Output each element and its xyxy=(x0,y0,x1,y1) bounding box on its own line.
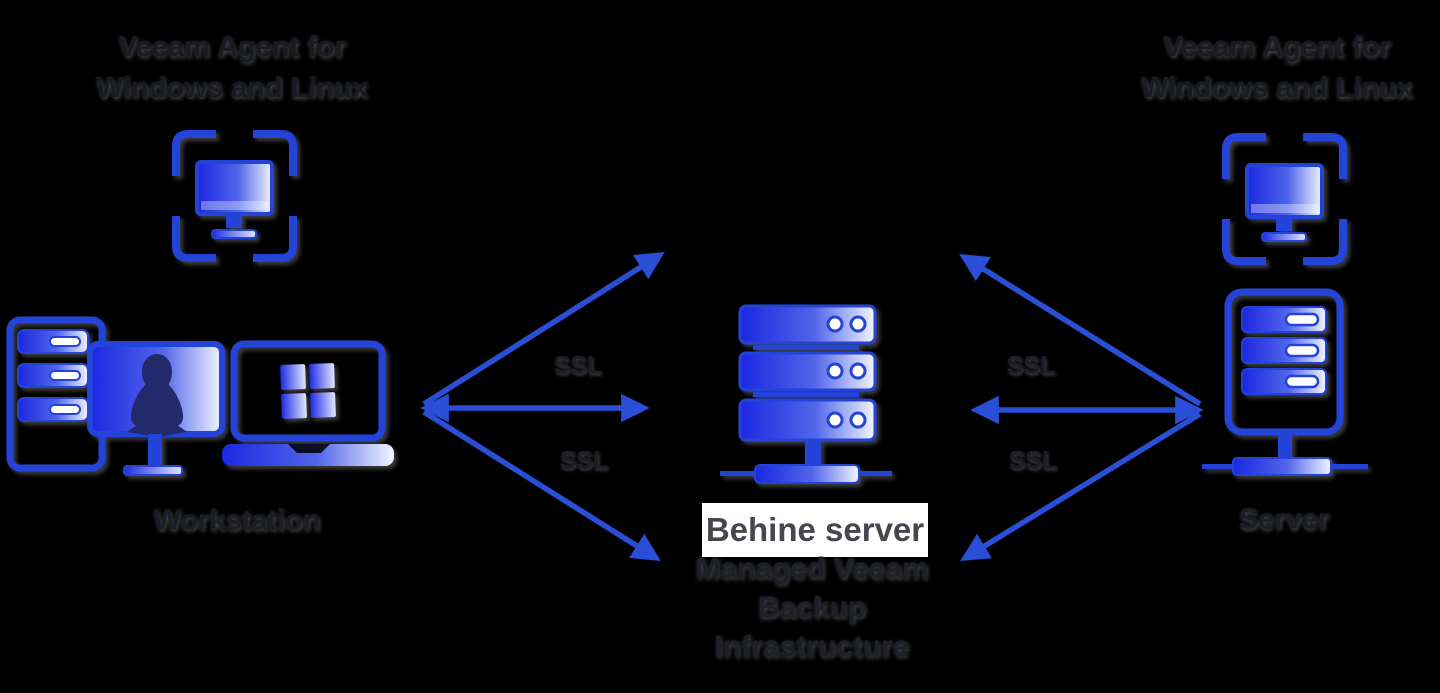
drive-bays xyxy=(1241,306,1327,395)
workstation-label: Workstation xyxy=(153,504,321,537)
server-tower-rack-icon xyxy=(1202,288,1368,476)
connection-label-right-top: SSL xyxy=(1006,351,1056,380)
arrow-workstation-up xyxy=(422,251,665,407)
center-caption-line1: Managed Veeam xyxy=(695,552,929,585)
arrow-server-down xyxy=(960,411,1202,561)
right-agent-title: Veeam Agent for Windows and Linux xyxy=(1141,27,1413,109)
connection-label-left-top: SSL xyxy=(553,351,603,380)
tux-penguin-icon xyxy=(127,354,187,437)
connection-label-right-bottom: SSL xyxy=(1008,446,1058,475)
tower-stand-stem xyxy=(1278,432,1292,462)
tower-base-bar xyxy=(1232,457,1332,476)
center-caption: Managed Veeam Backup Infrastructure xyxy=(695,549,928,666)
behine-server-label: Behine server xyxy=(705,511,925,548)
server-label: Server xyxy=(1238,503,1330,536)
windows-logo-icon xyxy=(280,363,336,419)
focus-frame-icon xyxy=(172,130,297,262)
right-agent-title-line1: Veeam Agent for xyxy=(1163,31,1391,63)
server-unit-3 xyxy=(738,398,877,442)
windows-laptop-icon xyxy=(222,340,394,466)
workstation-group-icon xyxy=(6,316,394,476)
left-agent-title-line1: Veeam Agent for xyxy=(118,31,346,63)
right-agent-frame-monitor-icon xyxy=(1222,133,1347,265)
center-caption-line3: Infrastructure xyxy=(714,630,910,663)
left-agent-title: Veeam Agent for Windows and Linux xyxy=(96,27,368,109)
server-unit-2 xyxy=(738,351,877,392)
arrow-workstation-down xyxy=(422,409,661,562)
left-agent-title-line2: Windows and Linux xyxy=(95,72,369,104)
server-stand-stem xyxy=(805,440,821,470)
monitor-icon xyxy=(1245,163,1324,242)
left-agent-frame-monitor-icon xyxy=(172,130,297,262)
right-agent-title-line2: Windows and Linux xyxy=(1140,72,1414,104)
linux-tux-monitor-icon xyxy=(87,341,225,476)
focus-frame-icon xyxy=(1222,133,1347,265)
connection-label-left-bottom: SSL xyxy=(559,446,609,475)
arrow-server-up xyxy=(959,253,1202,407)
behine-server-stack-icon xyxy=(720,304,892,484)
behine-server-highlight: Behine server xyxy=(702,503,928,557)
monitor-icon xyxy=(195,160,274,239)
server-base-bar xyxy=(754,464,860,484)
server-unit-1 xyxy=(738,304,877,345)
center-caption-line2: Backup xyxy=(757,591,867,624)
